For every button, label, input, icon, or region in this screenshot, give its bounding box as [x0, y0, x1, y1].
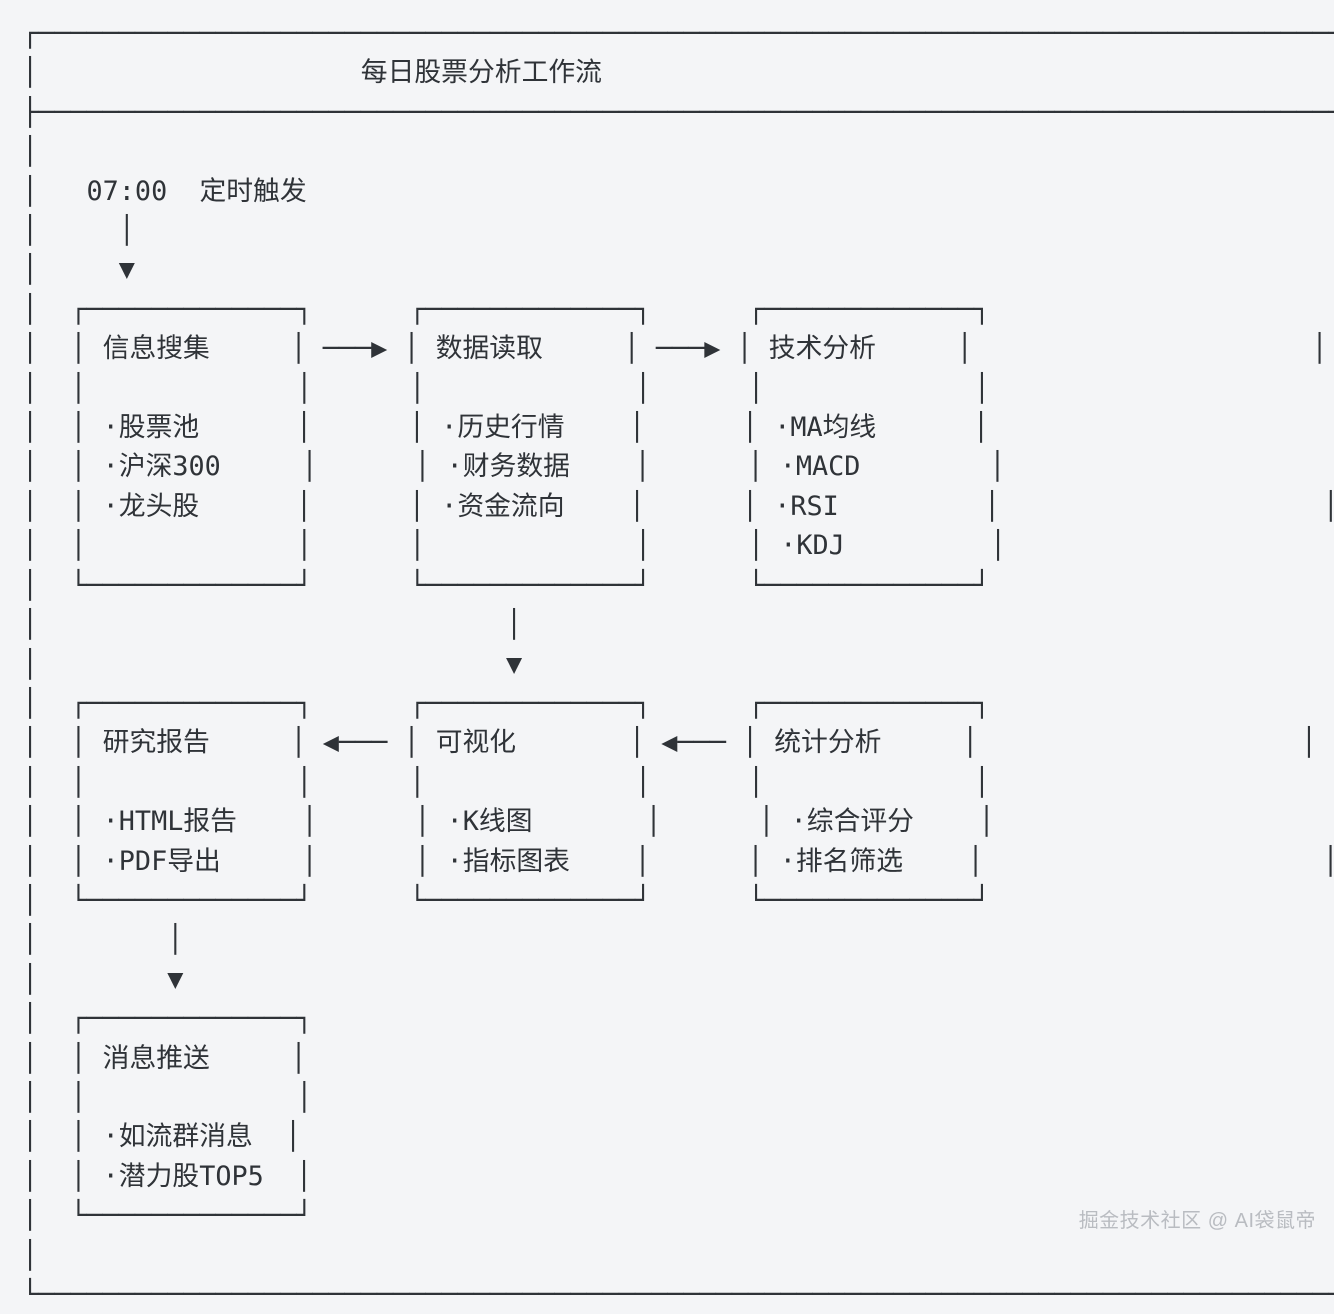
- diagram-canvas: ┌───────────────────────────────────────…: [22, 18, 1334, 1310]
- ascii-workflow-diagram: ┌───────────────────────────────────────…: [22, 18, 1334, 1310]
